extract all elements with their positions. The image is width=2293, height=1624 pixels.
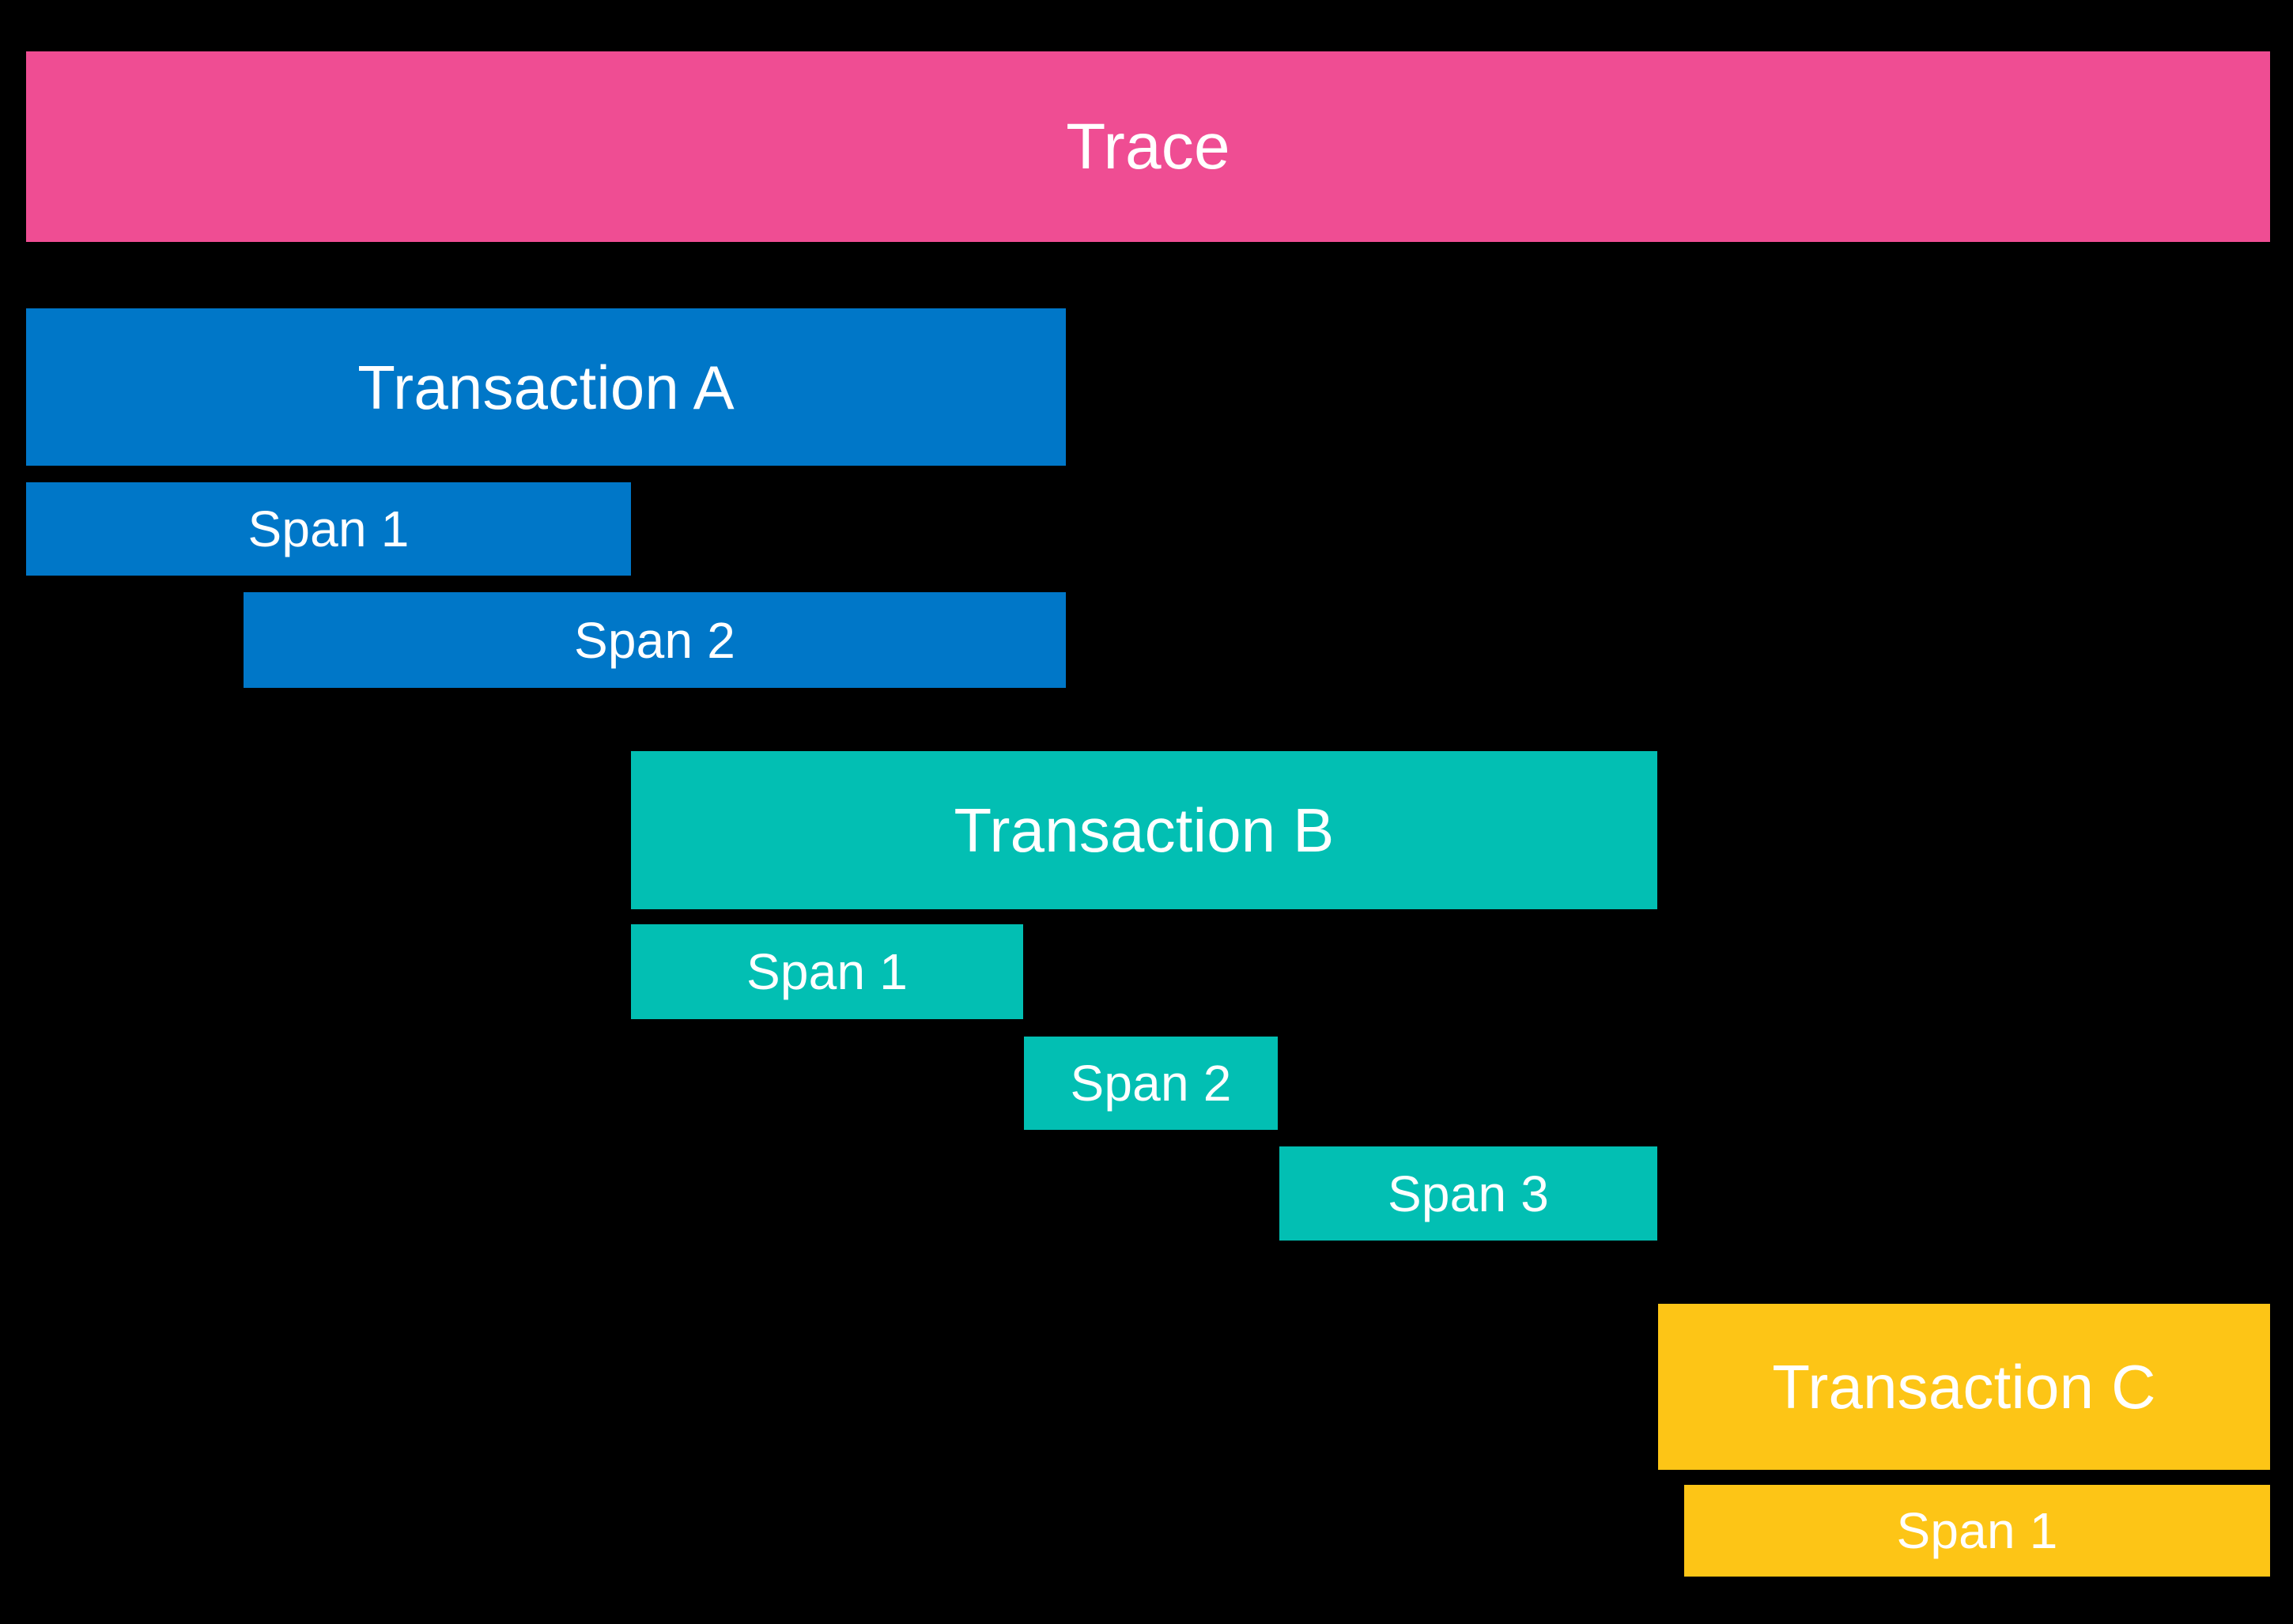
transaction-a-span-1-label: Span 1 xyxy=(247,500,410,557)
transaction-a-label: Transaction A xyxy=(357,352,735,422)
transaction-b-span-2-bar: Span 2 xyxy=(1024,1037,1278,1130)
transaction-b-span-2-label: Span 2 xyxy=(1070,1055,1232,1112)
transaction-b-span-1-label: Span 1 xyxy=(746,943,909,1000)
transaction-b-span-3-bar: Span 3 xyxy=(1279,1146,1657,1241)
trace-bar: Trace xyxy=(26,51,2270,242)
transaction-b-span-1-bar: Span 1 xyxy=(631,924,1023,1019)
transaction-b-label: Transaction B xyxy=(954,795,1335,865)
transaction-b-span-3-label: Span 3 xyxy=(1387,1165,1550,1222)
transaction-a-span-2-bar: Span 2 xyxy=(244,592,1066,688)
transaction-a-span-2-label: Span 2 xyxy=(573,611,736,669)
transaction-c-label: Transaction C xyxy=(1772,1352,2156,1422)
transaction-a-bar: Transaction A xyxy=(26,308,1066,466)
transaction-c-span-1-label: Span 1 xyxy=(1896,1502,2058,1559)
transaction-b-bar: Transaction B xyxy=(631,751,1657,909)
trace-label: Trace xyxy=(1066,110,1230,183)
transaction-a-span-1-bar: Span 1 xyxy=(26,482,631,576)
transaction-c-bar: Transaction C xyxy=(1658,1304,2270,1470)
transaction-c-span-1-bar: Span 1 xyxy=(1684,1485,2270,1577)
